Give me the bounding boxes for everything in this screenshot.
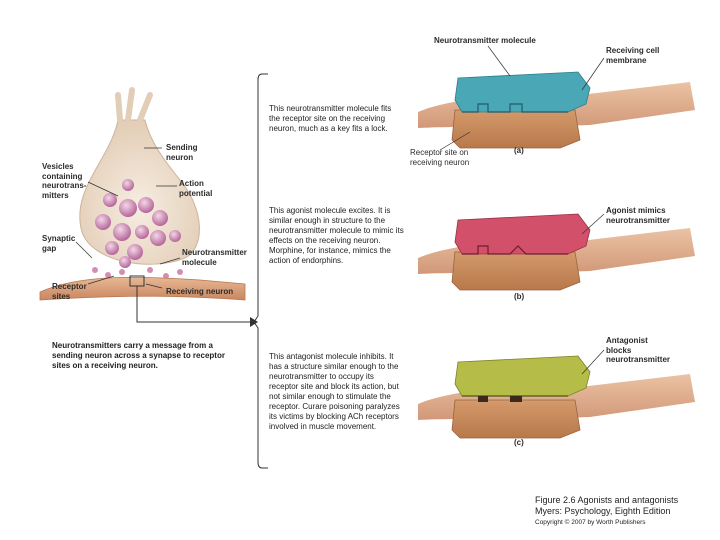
panel-b-art [418,213,695,291]
panel-bracket [253,73,268,469]
sending-neuron-label: Sending neuron [166,143,198,162]
sending-neuron [79,87,200,265]
synaptic-gap-label: Synaptic gap [42,234,76,253]
vesicles-label: Vesicles containing neurotrans- mitters [42,162,87,200]
vesicles [95,179,181,268]
neurotransmitter-molecule-top-label: Neurotransmitter molecule [434,36,536,45]
neuron-caption: Neurotransmitters carry a message from a… [52,341,225,370]
neurotransmitter-block-a [454,71,591,113]
receptor-site-label: Receptor site on receiving neuron [410,148,470,167]
receptor-sites-label: Receptor sites [52,282,87,301]
antagonist-block-c [454,355,591,397]
zoom-pointer-line [136,286,250,323]
panel-leader-lines [439,45,605,375]
figure-caption: Figure 2.6 Agonists and antagonists Myer… [535,495,678,528]
figure-title: Figure 2.6 Agonists and antagonists [535,495,679,505]
neuron-leader-lines [75,147,181,289]
panel-b-description: This agonist molecule excites. It is sim… [269,206,404,265]
receiving-cell-membrane-label: Receiving cell membrane [606,46,660,65]
action-potential-label: Action potential [179,179,213,198]
neurotransmitter-molecule-label: Neurotransmitter molecule [182,248,247,267]
agonist-label: Agonist mimics neurotransmitter [606,206,671,225]
receiving-neuron-label: Receiving neuron [166,287,234,296]
panel-a-art [418,71,695,149]
panel-c-letter: (c) [514,438,524,447]
panel-c-art [418,355,695,439]
panel-c-description: This antagonist molecule inhibits. It ha… [269,352,400,431]
figure-source: Myers: Psychology, Eighth Edition [535,506,671,516]
neurotransmitter-dots [92,267,183,279]
antagonist-label: Antagonist blocks neurotransmitter [606,336,671,364]
panel-b-letter: (b) [514,292,525,301]
figure-copyright: Copyright © 2007 by Worth Publishers [535,519,646,526]
agonist-block-b [454,213,591,255]
panel-a-description: This neurotransmitter molecule fits the … [269,104,392,133]
panel-a-letter: (a) [514,146,524,155]
